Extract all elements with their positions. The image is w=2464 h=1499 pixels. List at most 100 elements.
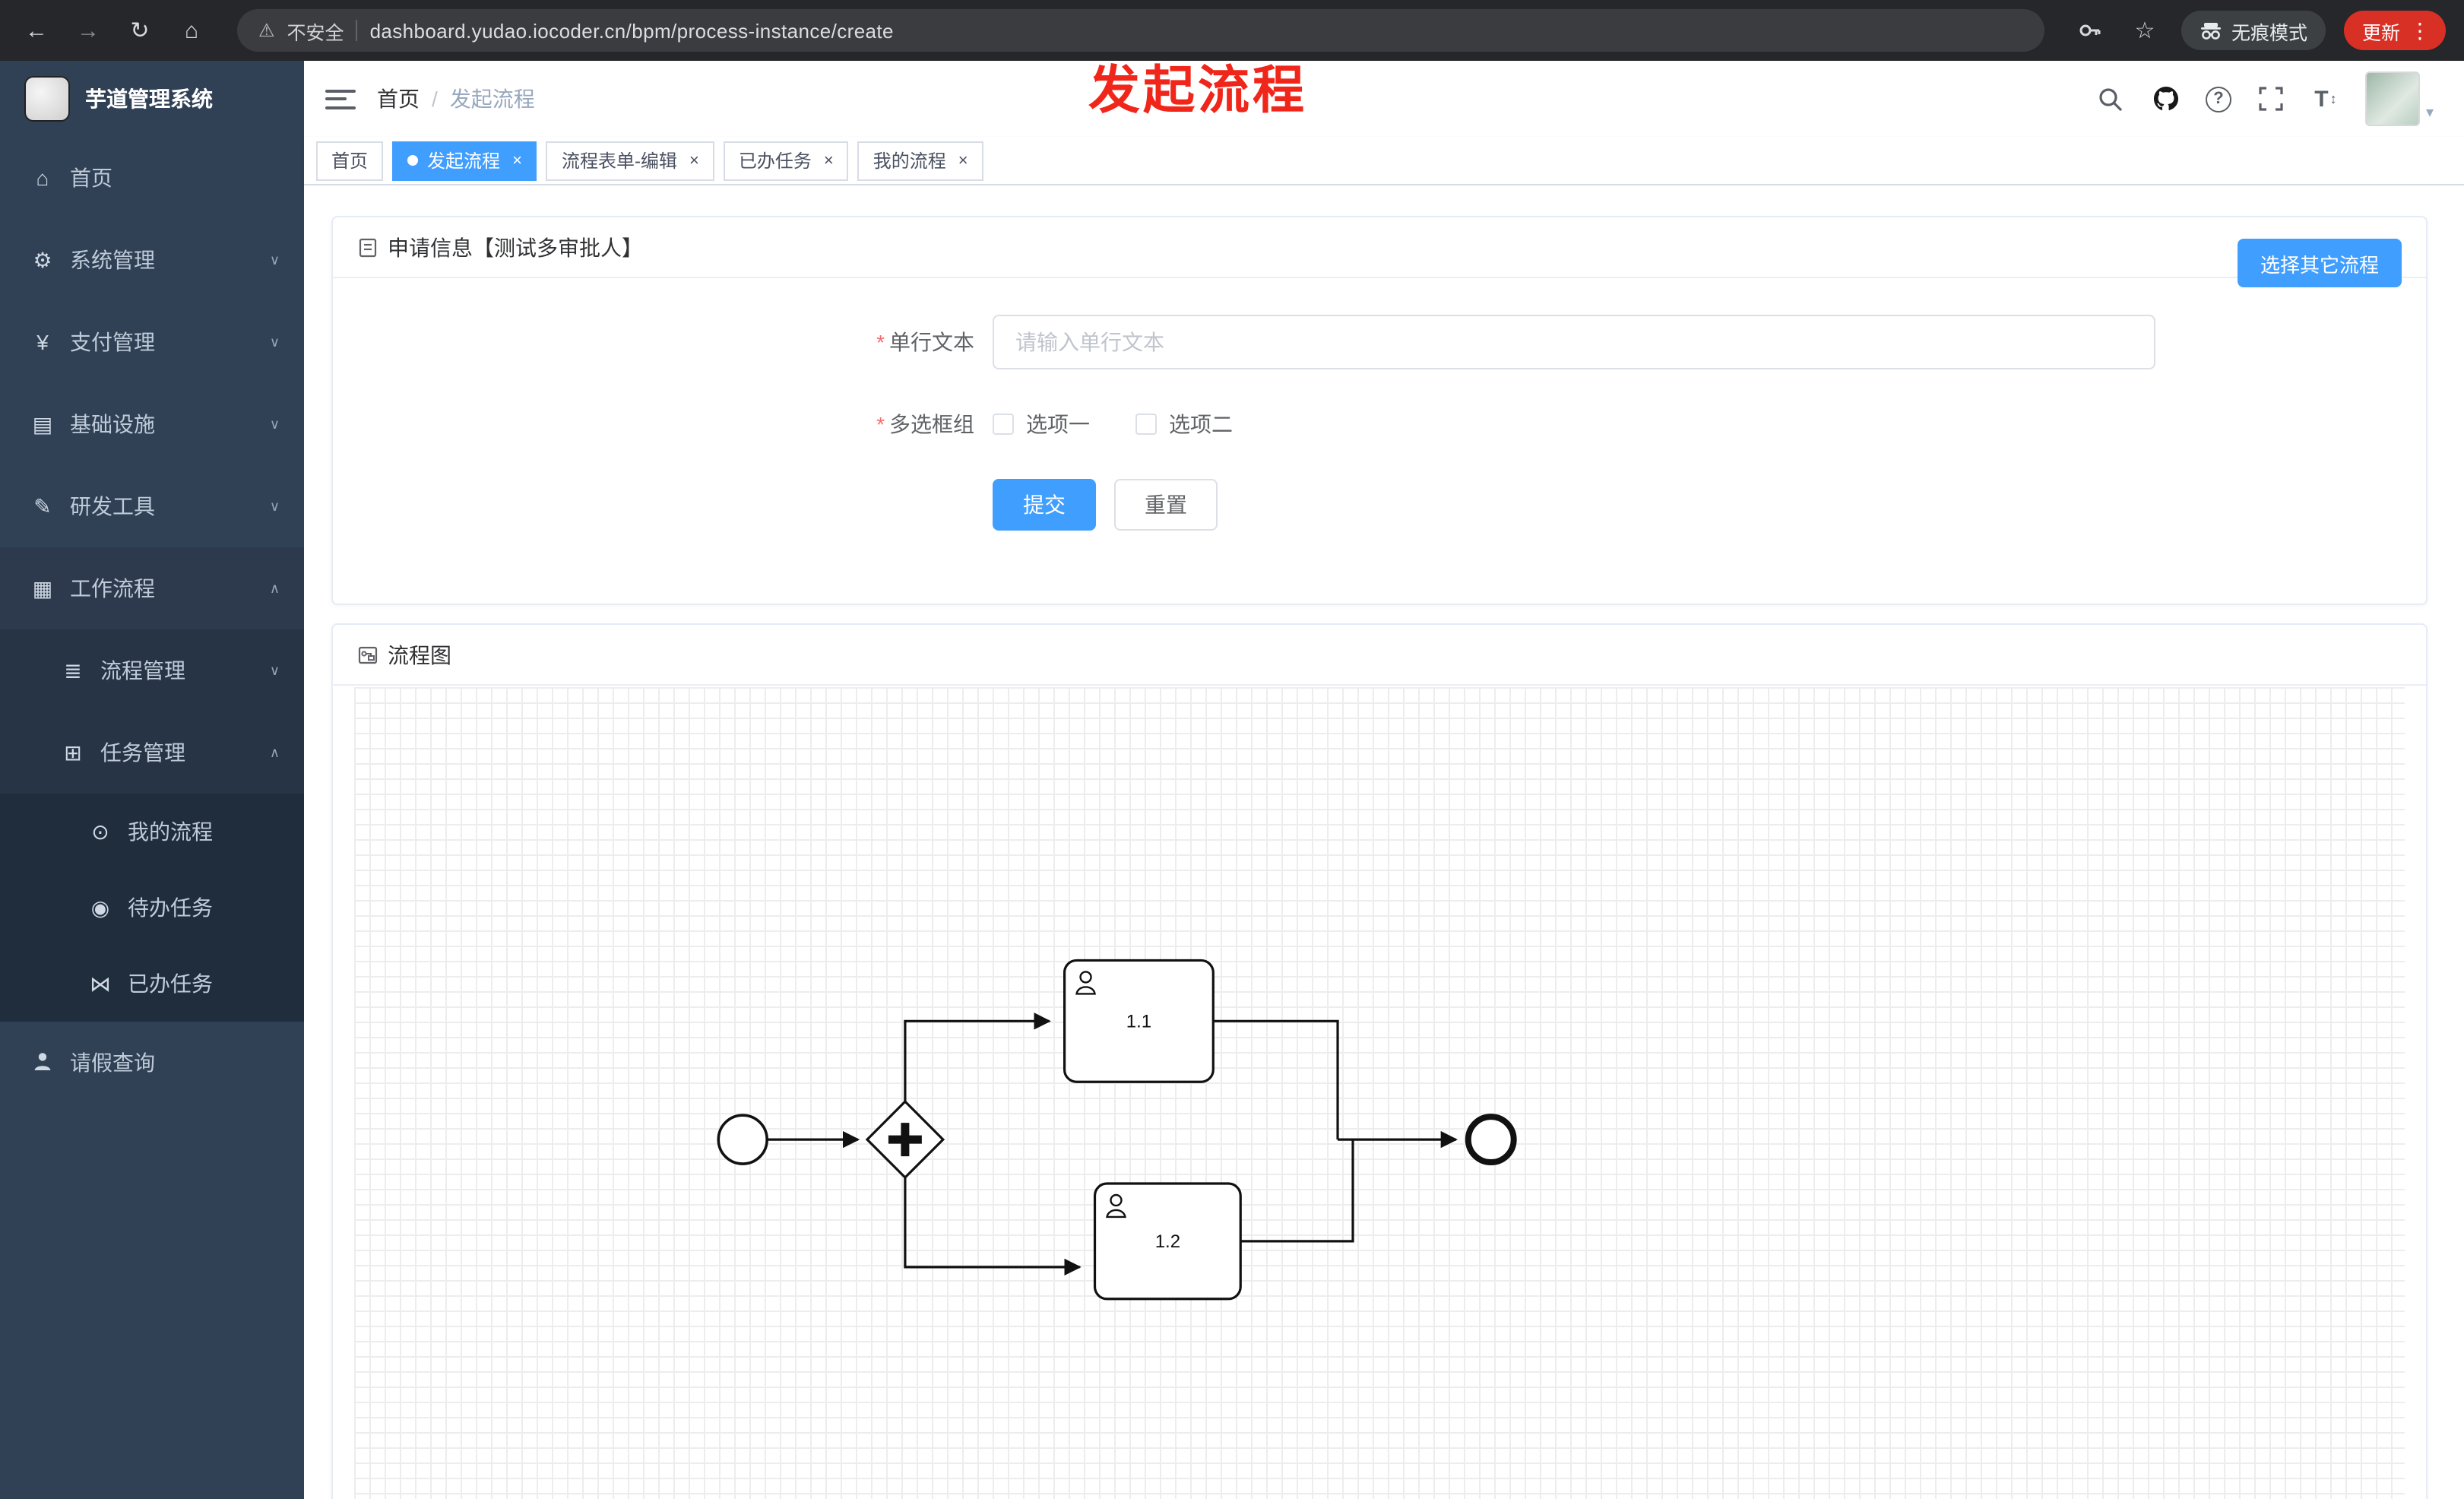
user-avatar[interactable]: [2364, 71, 2420, 126]
choose-other-process-button[interactable]: 选择其它流程: [2237, 239, 2402, 287]
sidebar-item-leave-query[interactable]: 请假查询: [0, 1022, 304, 1104]
sidebar-collapse-icon[interactable]: [325, 89, 356, 109]
start-event-node[interactable]: [717, 1114, 768, 1165]
sidebar-item-payment-mgmt[interactable]: ¥ 支付管理 ∨: [0, 301, 304, 383]
browser-menu-icon[interactable]: ⋮: [2409, 17, 2431, 42]
sidebar-item-my-process[interactable]: ⊙ 我的流程: [0, 794, 304, 870]
server-icon: ▤: [32, 411, 53, 436]
sidebar-item-task-mgmt[interactable]: ⊞ 任务管理 ∧: [0, 711, 304, 794]
document-icon: [357, 236, 378, 258]
flow-gateway-to-task1[interactable]: [904, 1013, 1051, 1102]
apply-info-card-header: 申请信息【测试多审批人】: [333, 217, 2426, 278]
page-content: 申请信息【测试多审批人】 选择其它流程 *单行文本 *多选框组: [304, 185, 2464, 1499]
sidebar-item-label: 任务管理: [100, 740, 185, 765]
breadcrumb: 首页 / 发起流程: [377, 84, 535, 114]
url-text[interactable]: dashboard.yudao.iocoder.cn/bpm/process-i…: [369, 19, 894, 42]
close-icon[interactable]: ×: [823, 151, 834, 170]
help-icon[interactable]: ?: [2205, 86, 2231, 112]
sidebar-item-process-mgmt[interactable]: ≣ 流程管理 ∨: [0, 629, 304, 711]
main-area: 首页 / 发起流程 ? T↕: [304, 61, 2464, 1499]
sidebar-item-done-tasks[interactable]: ⋈ 已办任务: [0, 946, 304, 1022]
incognito-icon: [2200, 22, 2221, 39]
back-icon[interactable]: ←: [25, 17, 48, 43]
tab-start-process[interactable]: 发起流程 ×: [392, 141, 537, 180]
gear-icon: ⚙: [33, 247, 52, 271]
search-icon[interactable]: [2096, 84, 2127, 114]
end-event-node[interactable]: [1465, 1114, 1517, 1166]
single-line-text-input[interactable]: [993, 315, 2155, 369]
close-icon[interactable]: ×: [958, 151, 968, 170]
flow-task1-out[interactable]: [1213, 1019, 1339, 1140]
topbar: 首页 / 发起流程 ? T↕: [304, 61, 2464, 137]
user-task-1-node[interactable]: 1.1: [1063, 959, 1215, 1083]
flow-task2-out[interactable]: [1240, 1139, 1354, 1243]
bpmn-canvas[interactable]: 1.1 1.2: [354, 687, 2405, 1499]
font-size-icon[interactable]: T↕: [2314, 86, 2337, 112]
checkbox-option-2[interactable]: 选项二: [1135, 409, 1233, 439]
close-icon[interactable]: ×: [689, 151, 699, 170]
tab-done-tasks[interactable]: 已办任务 ×: [723, 141, 849, 180]
update-button[interactable]: 更新 ⋮: [2343, 11, 2446, 50]
logo-image: [24, 76, 70, 122]
flow-gateway-to-task2[interactable]: [904, 1177, 1082, 1276]
tab-form-edit[interactable]: 流程表单-编辑 ×: [546, 141, 714, 180]
fullscreen-icon[interactable]: [2256, 84, 2286, 114]
checkbox-icon[interactable]: [993, 414, 1014, 435]
forward-icon[interactable]: →: [77, 17, 100, 43]
user-task-icon: [1075, 971, 1096, 995]
divider: [356, 20, 358, 41]
incognito-label: 无痕模式: [2231, 22, 2307, 43]
sidebar-item-label: 待办任务: [128, 895, 213, 920]
tab-home[interactable]: 首页: [316, 141, 384, 180]
tab-my-process[interactable]: 我的流程 ×: [857, 141, 983, 180]
sidebar-item-todo-tasks[interactable]: ◉ 待办任务: [0, 870, 304, 946]
sidebar: 芋道管理系统 ⌂ 首页 ⚙ 系统管理 ∨ ¥ 支付管理 ∨ ▤ 基础设施 ∨: [0, 61, 304, 1499]
sidebar-item-system-mgmt[interactable]: ⚙ 系统管理 ∨: [0, 219, 304, 301]
workflow-icon: ▦: [32, 575, 53, 600]
chevron-down-icon: ∨: [269, 252, 280, 267]
user-task-icon: [1106, 1193, 1126, 1219]
reload-icon[interactable]: ↻: [130, 18, 150, 44]
chevron-down-icon: ∨: [269, 416, 280, 431]
breadcrumb-home[interactable]: 首页: [377, 87, 420, 111]
browser-chrome: ← → ↻ ⌂ ⚠ 不安全 dashboard.yudao.iocoder.cn…: [0, 0, 2464, 61]
headset-icon: ⊙: [91, 819, 109, 843]
checkbox-icon[interactable]: [1135, 414, 1157, 435]
sidebar-item-home[interactable]: ⌂ 首页: [0, 137, 304, 219]
checkbox-option-1[interactable]: 选项一: [993, 409, 1090, 439]
checkbox-label: 选项二: [1169, 412, 1233, 436]
bpmn-diagram: 1.1 1.2: [717, 959, 1517, 1301]
home-icon[interactable]: ⌂: [184, 17, 199, 43]
sidebar-item-dev-tools[interactable]: ✎ 研发工具 ∨: [0, 465, 304, 547]
user-task-2-node[interactable]: 1.2: [1093, 1182, 1242, 1301]
parallel-gateway-node[interactable]: [865, 1099, 945, 1180]
github-icon[interactable]: [2151, 84, 2181, 114]
card-title: 流程图: [388, 642, 451, 667]
tab-label: 流程表单-编辑: [561, 151, 677, 172]
app-logo[interactable]: 芋道管理系统: [0, 61, 304, 137]
url-bar[interactable]: ⚠ 不安全 dashboard.yudao.iocoder.cn/bpm/pro…: [237, 9, 2044, 52]
checkbox-label: 选项一: [1026, 412, 1090, 436]
sidebar-item-label: 支付管理: [70, 330, 155, 354]
key-icon[interactable]: [2072, 12, 2108, 49]
user-menu[interactable]: ▾: [2364, 71, 2434, 126]
chrome-right-controls: ☆ 无痕模式 更新 ⋮: [2072, 11, 2446, 50]
sidebar-item-label: 基础设施: [70, 412, 155, 436]
sidebar-item-label: 流程管理: [100, 658, 185, 683]
sidebar-item-workflow[interactable]: ▦ 工作流程 ∧: [0, 547, 304, 629]
sidebar-item-infrastructure[interactable]: ▤ 基础设施 ∨: [0, 383, 304, 465]
done-tasks-icon: ⋈: [90, 971, 111, 995]
bookmark-star-icon[interactable]: ☆: [2134, 18, 2155, 44]
security-label[interactable]: 不安全: [287, 22, 344, 43]
submit-button[interactable]: 提交: [993, 479, 1096, 531]
flow-chart-icon: [357, 644, 378, 665]
topbar-right-icons: ? T↕ ▾: [2096, 71, 2434, 126]
sidebar-item-label: 请假查询: [70, 1051, 155, 1075]
sidebar-item-label: 研发工具: [70, 494, 155, 518]
tasks-icon: ⊞: [64, 740, 82, 764]
chevron-down-icon: ∨: [269, 498, 280, 513]
reset-button[interactable]: 重置: [1114, 479, 1218, 531]
sidebar-item-label: 系统管理: [70, 248, 155, 272]
close-icon[interactable]: ×: [512, 151, 522, 170]
